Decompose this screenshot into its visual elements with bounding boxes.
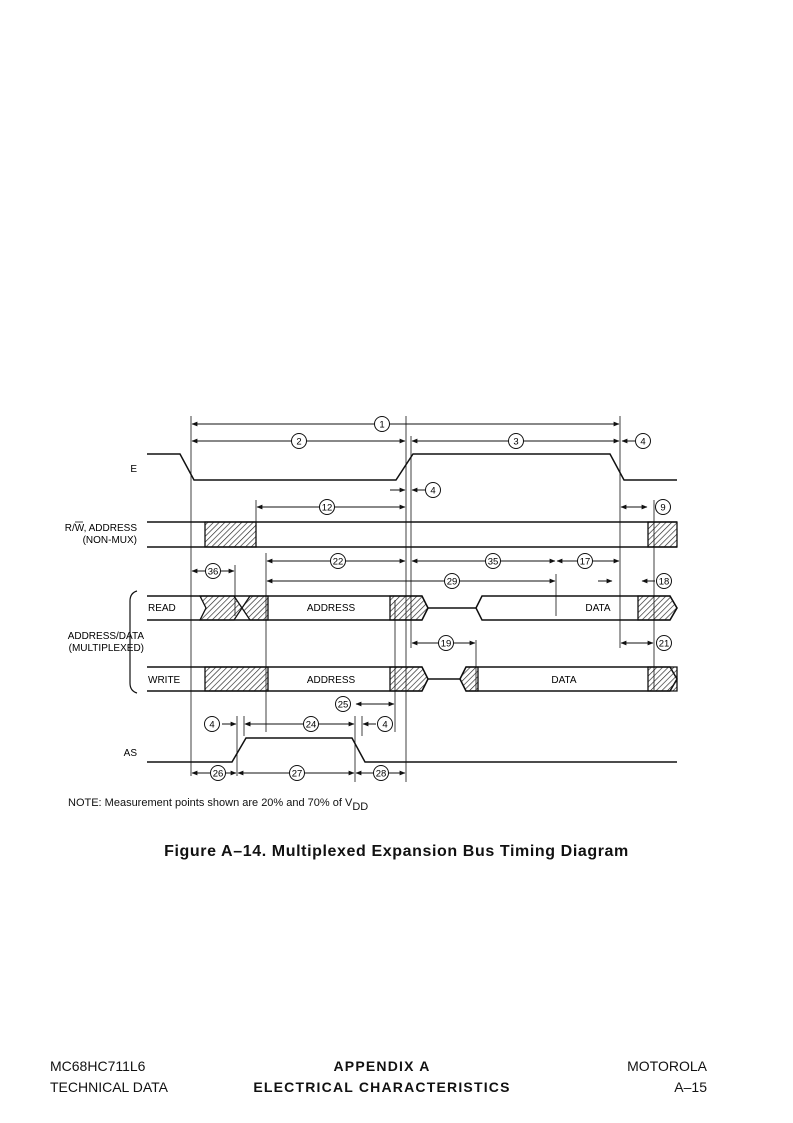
timing-param: 21 — [656, 635, 672, 651]
svg-text:3: 3 — [513, 436, 518, 447]
svg-text:2: 2 — [296, 436, 301, 447]
footer-page-number: A–15 — [674, 1079, 707, 1095]
svg-text:25: 25 — [338, 699, 349, 710]
timing-param: 22 — [330, 553, 346, 569]
signal-label-as: AS — [124, 748, 138, 759]
footer-section: ELECTRICAL CHARACTERISTICS — [253, 1079, 511, 1095]
svg-text:27: 27 — [292, 768, 303, 779]
note-subscript: DD — [352, 801, 369, 813]
svg-text:26: 26 — [213, 768, 224, 779]
timing-param: 19 — [438, 635, 454, 651]
svg-text:4: 4 — [382, 719, 387, 730]
footer-center: APPENDIX A ELECTRICAL CHARACTERISTICS — [0, 1056, 764, 1098]
write-transition-3 — [459, 666, 479, 692]
svg-text:28: 28 — [376, 768, 387, 779]
signal-label-write: WRITE — [148, 675, 181, 686]
timing-param: 26 — [210, 765, 226, 781]
footer-part-number: MC68HC711L6 — [50, 1058, 146, 1074]
timing-param: 4 — [635, 433, 651, 449]
as-waveform — [147, 737, 677, 763]
svg-text:29: 29 — [447, 576, 458, 587]
note-text: NOTE: Measurement points shown are 20% a… — [68, 797, 353, 809]
signal-label-non-mux: (NON-MUX) — [83, 535, 137, 546]
signal-label-rw-address: R/W, ADDRESS — [65, 523, 138, 534]
timing-param: 24 — [303, 716, 319, 732]
timing-param: 9 — [655, 499, 671, 515]
read-address-label: ADDRESS — [307, 603, 356, 614]
svg-text:24: 24 — [306, 719, 317, 730]
svg-text:35: 35 — [488, 556, 499, 567]
svg-text:4: 4 — [209, 719, 214, 730]
timing-param: 2 — [291, 433, 307, 449]
timing-param: 3 — [508, 433, 524, 449]
footer-left: MC68HC711L6 TECHNICAL DATA — [50, 1056, 168, 1098]
timing-param: 12 — [319, 499, 335, 515]
timing-param: 4 — [204, 716, 220, 732]
svg-text:1: 1 — [379, 419, 384, 430]
read-transition-1 — [198, 595, 243, 621]
write-bus-outline — [147, 666, 429, 692]
svg-text:22: 22 — [333, 556, 344, 567]
svg-text:9: 9 — [660, 502, 665, 513]
footer-company: MOTOROLA — [627, 1058, 707, 1074]
svg-text:4: 4 — [640, 436, 645, 447]
signal-label-multiplexed: (MULTIPLEXED) — [69, 643, 144, 654]
signal-label-e: E — [130, 464, 137, 475]
write-address-label: ADDRESS — [307, 675, 356, 686]
footer-appendix: APPENDIX A — [333, 1058, 431, 1074]
svg-text:12: 12 — [322, 502, 333, 513]
svg-text:19: 19 — [441, 638, 452, 649]
write-transition-4 — [647, 666, 678, 692]
svg-text:4: 4 — [430, 485, 435, 496]
svg-text:17: 17 — [580, 556, 591, 567]
timing-param: 4 — [377, 716, 393, 732]
timing-param: 25 — [335, 696, 351, 712]
figure-caption: Figure A–14. Multiplexed Expansion Bus T… — [164, 843, 629, 860]
read-transition-3 — [389, 595, 429, 621]
svg-text:36: 36 — [208, 566, 219, 577]
timing-param: 28 — [373, 765, 389, 781]
footer-doc-type: TECHNICAL DATA — [50, 1079, 168, 1095]
timing-param: 17 — [577, 553, 593, 569]
timing-param: 1 — [374, 416, 390, 432]
rw-transition-1 — [204, 521, 257, 548]
timing-param: 27 — [289, 765, 305, 781]
read-bus-outline — [147, 595, 429, 621]
svg-text:21: 21 — [659, 638, 670, 649]
e-waveform — [147, 453, 677, 481]
signal-label-address-data: ADDRESS/DATA — [68, 631, 145, 642]
timing-param: 35 — [485, 553, 501, 569]
rw-transition-2 — [647, 521, 678, 548]
write-transition-1 — [204, 666, 269, 692]
write-data-label: DATA — [551, 675, 577, 686]
svg-text:18: 18 — [659, 576, 670, 587]
write-transition-2 — [389, 666, 429, 692]
measurement-note: NOTE: Measurement points shown are 20% a… — [68, 797, 368, 813]
read-data-label: DATA — [585, 603, 611, 614]
footer-right: MOTOROLA A–15 — [627, 1056, 707, 1098]
timing-param: 36 — [205, 563, 221, 579]
read-transition-4 — [637, 595, 678, 621]
bus-brace — [129, 590, 138, 694]
timing-param: 4 — [425, 482, 441, 498]
timing-param: 29 — [444, 573, 460, 589]
timing-param: 18 — [656, 573, 672, 589]
signal-label-read: READ — [148, 603, 176, 614]
read-transition-2 — [241, 595, 269, 621]
